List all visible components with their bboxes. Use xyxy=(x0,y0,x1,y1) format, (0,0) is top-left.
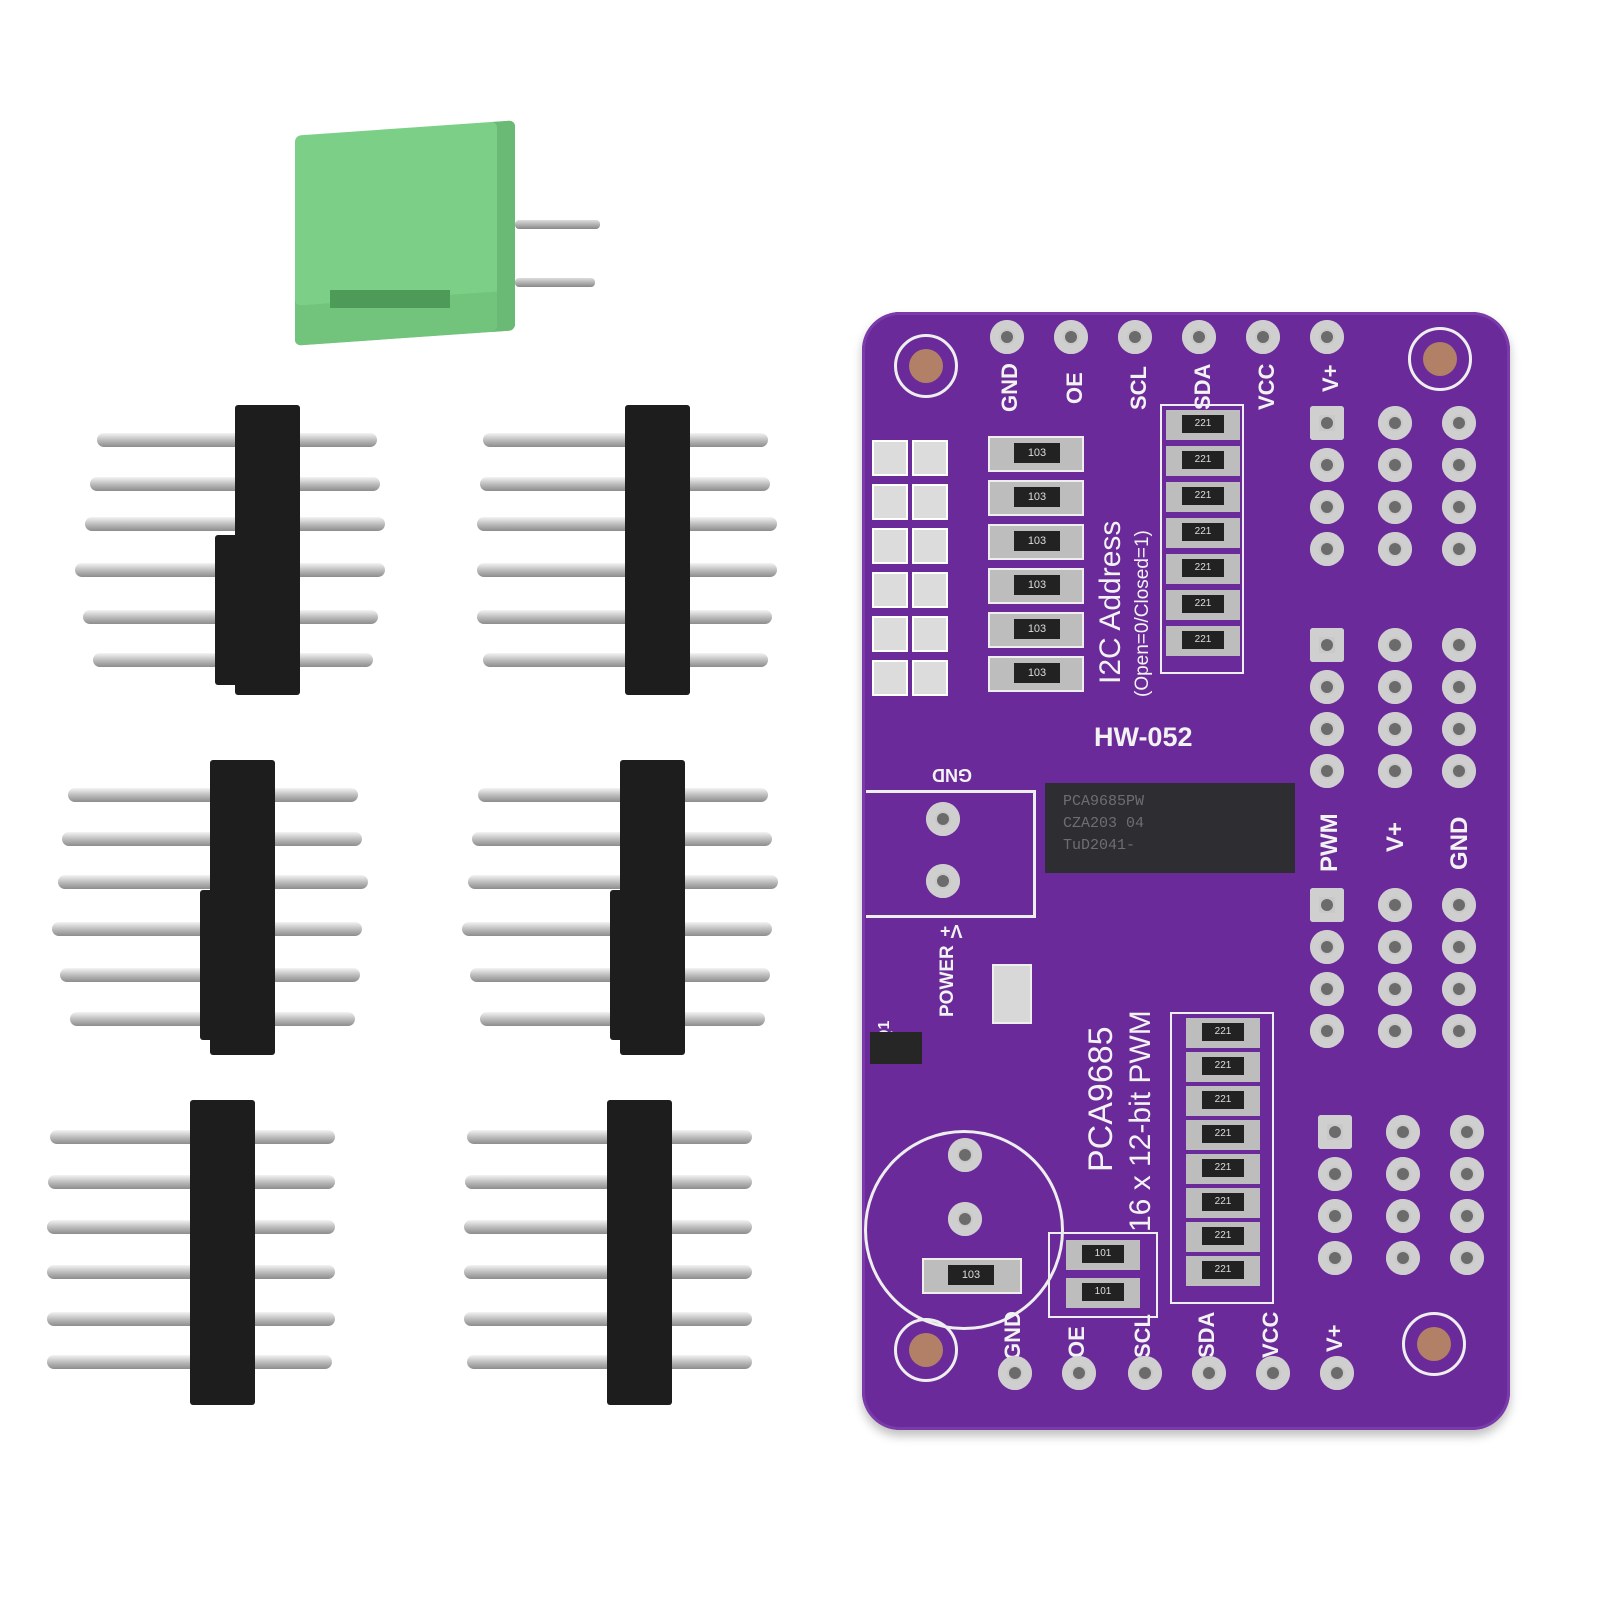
pca9685-chip: PCA9685PW CZA203 04 TuD2041- xyxy=(1045,783,1295,873)
i2c-address-label: I2C Address xyxy=(1094,520,1127,684)
servo-label-pwm: PWM xyxy=(1316,813,1343,872)
resistor: 103 xyxy=(988,612,1084,648)
pad-sda-top xyxy=(1182,320,1216,354)
servo-label-gnd: GND xyxy=(1446,816,1473,870)
label-gnd-top: GND xyxy=(997,363,1022,412)
pad-vplus-top xyxy=(1310,320,1344,354)
servo-label-vplus: V+ xyxy=(1382,821,1409,852)
power-led-label: POWER xyxy=(937,945,958,1017)
pad-vplus-bottom xyxy=(1320,1356,1354,1390)
power-terminal-outline xyxy=(866,790,1036,918)
terminal-block xyxy=(295,120,515,346)
resistor: 103 xyxy=(922,1258,1022,1294)
label-vplus-top: V+ xyxy=(1318,364,1343,392)
servo-header-block-2 xyxy=(1302,620,1502,788)
resistor: 103 xyxy=(988,524,1084,560)
pad-oe-top xyxy=(1054,320,1088,354)
resistor: 103 xyxy=(988,480,1084,516)
label-scl-bottom: SCL xyxy=(1130,1314,1155,1358)
servo-header-block-4 xyxy=(1310,1107,1510,1275)
power-led xyxy=(992,964,1032,1024)
board-model: HW-052 xyxy=(1094,722,1193,752)
straight-header-2 xyxy=(462,1100,757,1405)
label-scl-top: SCL xyxy=(1126,366,1151,410)
resistor-array-top: 221 221 221 221 221 221 221 xyxy=(1160,404,1244,674)
straight-header-1 xyxy=(45,1100,340,1405)
capacitor-pad xyxy=(948,1202,982,1236)
mounting-hole xyxy=(1402,1312,1466,1376)
terminal-pin xyxy=(515,220,600,229)
resistor-array-bottom: 221 221 221 221 221 221 221 221 xyxy=(1170,1012,1274,1304)
label-vplus-bottom: V+ xyxy=(1322,1324,1347,1352)
pad-vcc-bottom xyxy=(1256,1356,1290,1390)
pad-scl-bottom xyxy=(1128,1356,1162,1390)
chip-name-label: PCA9685 xyxy=(1082,1026,1120,1172)
servo-header-block-1 xyxy=(1302,398,1502,566)
resistor: 103 xyxy=(988,436,1084,472)
servo-header-block-3 xyxy=(1302,880,1502,1048)
label-gnd-bottom: GND xyxy=(1000,1311,1025,1360)
i2c-address-sub: (Open=0/Closed=1) xyxy=(1132,530,1153,697)
mounting-hole xyxy=(894,334,958,398)
resistor: 103 xyxy=(988,656,1084,692)
pad-sda-bottom xyxy=(1192,1356,1226,1390)
transistor-q1 xyxy=(870,1032,922,1064)
terminal-block-slot xyxy=(330,290,450,308)
right-angle-header-2 xyxy=(475,405,785,695)
pad-oe-bottom xyxy=(1062,1356,1096,1390)
label-vcc-top: VCC xyxy=(1254,363,1279,410)
label-vcc-bottom: VCC xyxy=(1258,1311,1283,1358)
chip-desc-label: 16 x 12-bit PWM xyxy=(1124,1010,1157,1232)
pad-gnd-bottom xyxy=(998,1356,1032,1390)
power-vplus-label: V+ xyxy=(940,921,963,941)
label-oe-bottom: OE xyxy=(1064,1326,1089,1358)
pad-gnd-top xyxy=(990,320,1024,354)
terminal-pin xyxy=(515,278,595,287)
mounting-hole xyxy=(1408,327,1472,391)
power-gnd-label: GND xyxy=(932,765,972,785)
pad-vcc-top xyxy=(1246,320,1280,354)
right-angle-header-4 xyxy=(460,760,790,1055)
resistor-pair: 101 101 xyxy=(1048,1232,1158,1318)
resistor: 103 xyxy=(988,568,1084,604)
pca9685-board: GND OE SCL SDA VCC V+ 103 103 103 103 10… xyxy=(862,312,1510,1430)
power-pad-gnd xyxy=(926,802,960,836)
right-angle-header-3 xyxy=(50,760,380,1055)
right-angle-header-1 xyxy=(75,405,395,695)
label-oe-top: OE xyxy=(1062,372,1087,404)
capacitor-pad xyxy=(948,1138,982,1172)
label-sda-bottom: SDA xyxy=(1194,1311,1219,1358)
capacitor-outline xyxy=(864,1130,1064,1330)
power-pad-vplus xyxy=(926,864,960,898)
pad-scl-top xyxy=(1118,320,1152,354)
